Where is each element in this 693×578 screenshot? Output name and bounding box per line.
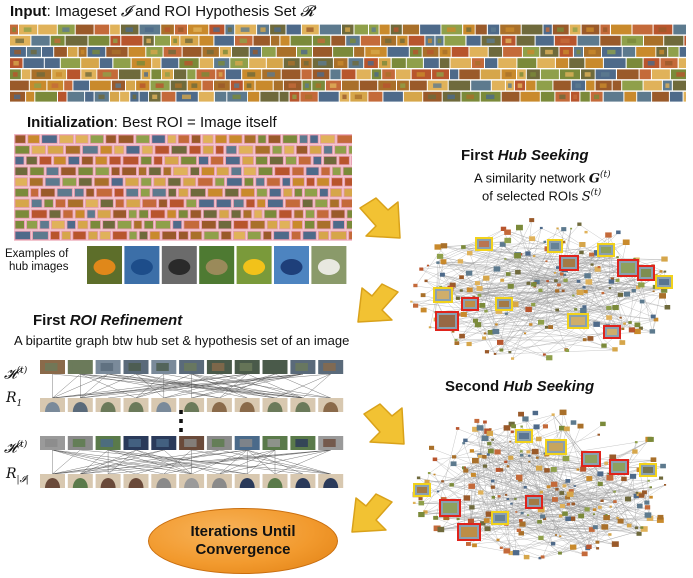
initialization-heading: Initialization: Best ROI = Image itself [27, 114, 277, 131]
bipartite-edges-1 [40, 360, 344, 412]
hypothesis-set-label-1: R1 [6, 390, 23, 409]
bipartite-graph-2 [40, 434, 346, 490]
initial-roi-thumbnails [14, 134, 352, 241]
bipartite-edges-2 [40, 436, 344, 488]
similarity-network-2 [396, 400, 690, 570]
input-thumbnails [10, 24, 686, 102]
initialization-mosaic [14, 134, 352, 241]
arrow-to-convergence [346, 492, 396, 536]
hypothesis-set-label-2: R|𝓘| [6, 466, 29, 485]
hub-example-images [87, 246, 347, 284]
similarity-network-1 [398, 210, 690, 372]
first-hub-seeking-title: First Hub Seeking [461, 147, 589, 164]
network-graph-2 [412, 409, 667, 560]
input-heading: Input: Imageset 𝓘 and ROI Hypothesis Set… [10, 2, 315, 20]
hub-set-label-1: 𝓗(t) [4, 366, 28, 383]
second-hub-seeking-title: Second Hub Seeking [445, 378, 595, 395]
iterations-until-convergence: Iterations Until Convergence [148, 508, 338, 574]
bipartite-graph-caption: A bipartite graph btw hub set & hypothes… [14, 333, 350, 348]
hub-examples-label: Examples of hub images [5, 248, 69, 273]
hub-examples-strip [87, 246, 349, 284]
input-imageset-mosaic [10, 24, 686, 106]
first-roi-refinement-title: First ROI Refinement [33, 312, 183, 329]
selected-rois-caption: of selected ROIs S(t) [482, 188, 602, 205]
similarity-network-caption: A similarity network G(t) [474, 170, 611, 187]
hub-set-label-2: 𝓗(t) [4, 440, 28, 457]
arrow-to-roi-refinement [352, 282, 402, 326]
network-graph-1 [410, 218, 673, 361]
vertical-ellipsis: ⋮ [168, 405, 194, 435]
bipartite-graph-1 [40, 358, 346, 414]
arrow-to-hub-seeking-2 [360, 402, 410, 448]
arrow-to-hub-seeking-1 [356, 196, 406, 242]
